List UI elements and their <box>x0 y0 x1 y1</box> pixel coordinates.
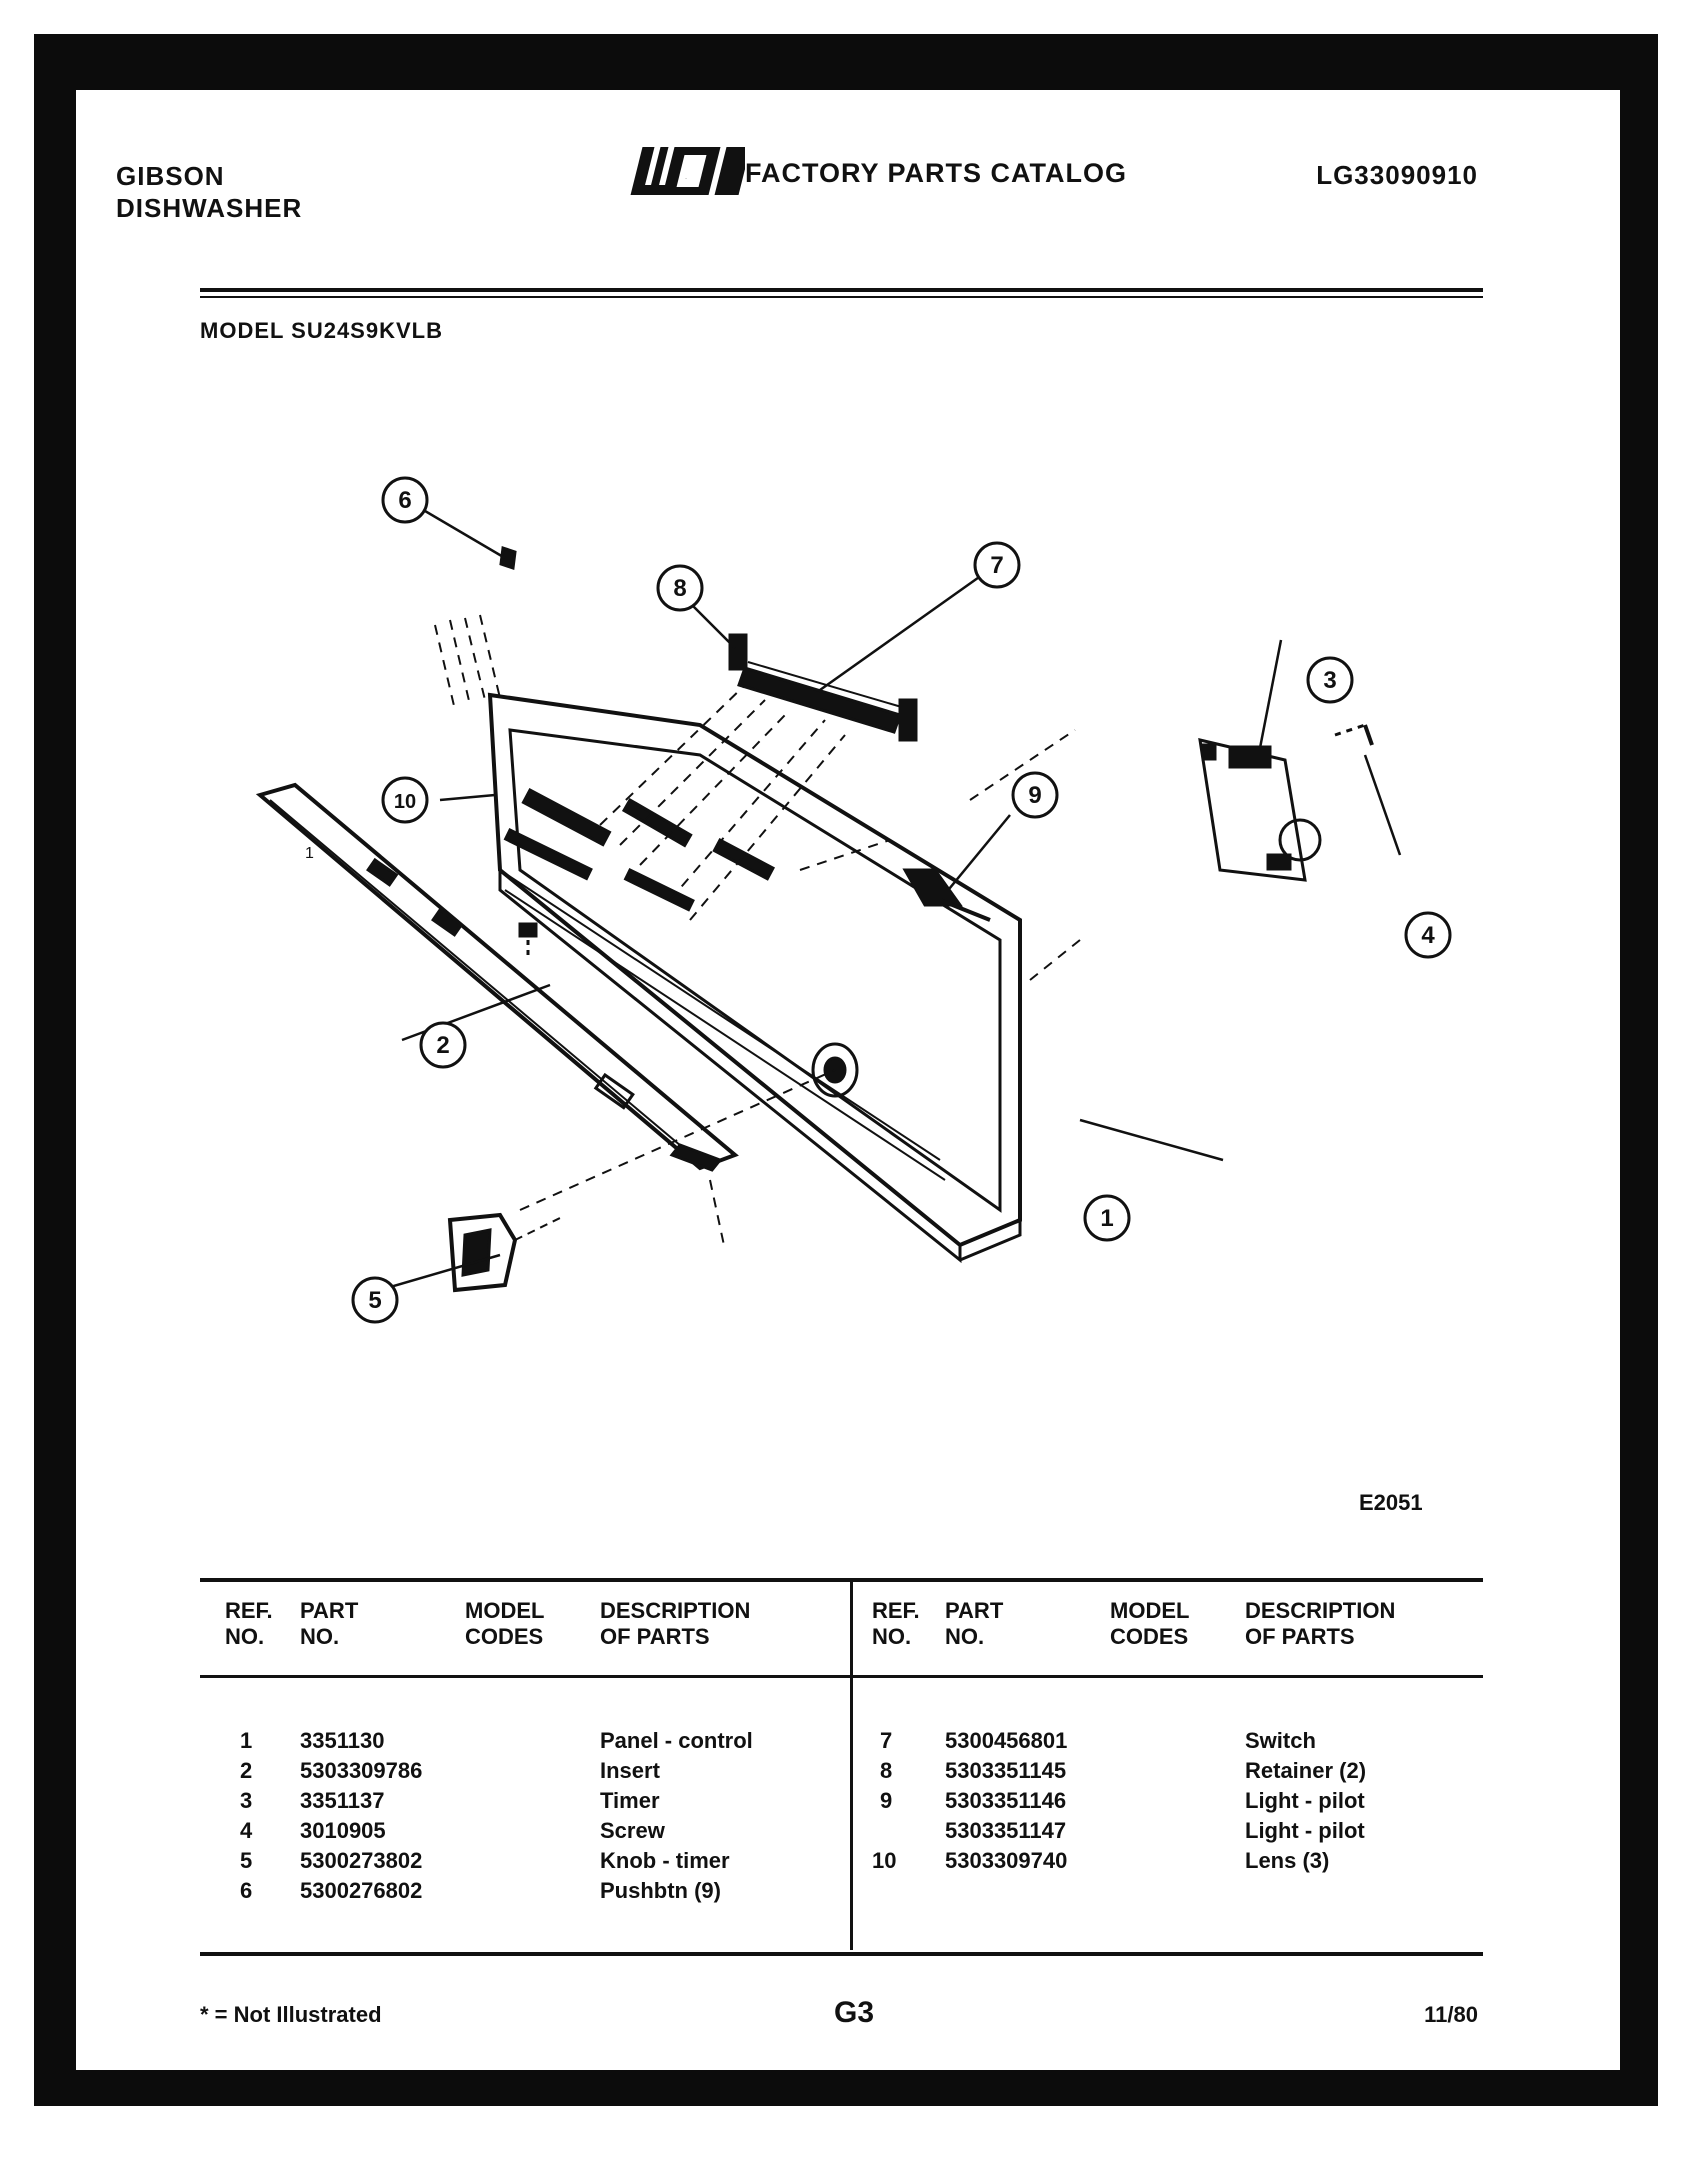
row-part: 3351130 <box>300 1728 385 1753</box>
callout-circle-4 <box>1404 911 1452 959</box>
callout-7: 7 <box>990 552 1003 579</box>
callout-9: 9 <box>1028 782 1041 809</box>
row-ref: 1 <box>240 1728 253 1753</box>
row-part: 5300273802 <box>300 1848 423 1873</box>
row-ref: 8 <box>880 1758 893 1783</box>
callout-circle-6 <box>381 476 429 524</box>
insert-mark: 1 <box>305 845 314 862</box>
logo-text: WCI <box>685 178 688 180</box>
callout-5: 5 <box>368 1287 381 1314</box>
footnote: * = Not Illustrated <box>200 2002 382 2027</box>
col-ref-left: REF.NO. <box>225 1598 273 1649</box>
row-desc: Screw <box>600 1818 665 1843</box>
row-part: 5300276802 <box>300 1878 423 1903</box>
row-ref: 10 <box>872 1848 897 1873</box>
row-desc: Insert <box>600 1758 660 1783</box>
callout-circle-3 <box>1306 656 1354 704</box>
row-ref: 5 <box>240 1848 253 1873</box>
timer-part <box>1198 738 1322 882</box>
control-panel <box>487 692 1022 1264</box>
row-desc: Lens (3) <box>1245 1848 1330 1873</box>
model-label: MODEL SU24S9KVLB <box>200 318 443 343</box>
brand-name: GIBSON <box>116 161 225 191</box>
revision-date: 11/80 <box>1424 2002 1478 2027</box>
header-rule <box>200 288 1483 292</box>
callout-circle-8 <box>656 564 704 612</box>
callout-2: 2 <box>436 1032 449 1059</box>
callout-10: 10 <box>394 791 416 813</box>
header-rule-thin <box>200 296 1483 298</box>
timer-knob <box>447 1212 561 1293</box>
switch-part <box>728 633 918 742</box>
catalog-number: LG33090910 <box>1316 160 1478 190</box>
table-divider <box>850 1580 853 1950</box>
row-part: 3010905 <box>300 1818 386 1843</box>
row-part: 5303309740 <box>945 1848 1068 1873</box>
row-part: 3351137 <box>300 1788 385 1813</box>
row-ref: 3 <box>240 1788 253 1813</box>
header-left: GIBSON DISHWASHER <box>116 160 302 224</box>
leader-dashes <box>434 614 1081 1251</box>
table-top-rule <box>200 1578 1483 1582</box>
row-desc: Light - pilot <box>1245 1788 1365 1813</box>
callout-circle-2 <box>419 1021 467 1069</box>
col-ref-right: REF.NO. <box>872 1598 920 1649</box>
exploded-parts-diagram: 1 <box>255 476 1452 1324</box>
header-underline <box>200 1675 1483 1678</box>
row-ref: 9 <box>880 1788 893 1813</box>
insert-panel: 1 <box>255 782 739 1172</box>
row-part: 5303309786 <box>300 1758 423 1783</box>
callout-circle-5 <box>351 1276 399 1324</box>
callout-circle-7 <box>973 541 1021 589</box>
row-ref: 4 <box>240 1818 253 1843</box>
callout-6: 6 <box>398 487 411 514</box>
lens <box>518 922 538 960</box>
row-ref: 6 <box>240 1878 253 1903</box>
pushbutton <box>499 545 517 571</box>
table-bottom-rule <box>200 1952 1483 1956</box>
row-ref: 2 <box>240 1758 253 1783</box>
callout-8: 8 <box>673 575 686 602</box>
row-desc: Switch <box>1245 1728 1316 1753</box>
row-part: 5303351145 <box>945 1758 1067 1783</box>
row-part: 5300456801 <box>945 1728 1068 1753</box>
wci-logo: WCI <box>630 147 745 195</box>
row-desc: Light - pilot <box>1245 1818 1365 1843</box>
page-code: G3 <box>834 1996 875 2029</box>
product-type: DISHWASHER <box>116 193 303 223</box>
row-desc: Timer <box>600 1788 660 1813</box>
row-ref: 7 <box>880 1728 893 1753</box>
callout-circle-1 <box>1083 1194 1131 1242</box>
row-part: 5303351146 <box>945 1788 1067 1813</box>
callout-circle-10 <box>381 776 429 824</box>
screw-part <box>1334 723 1374 746</box>
pilot-light <box>902 868 991 922</box>
row-desc: Pushbtn (9) <box>600 1878 721 1903</box>
callout-1: 1 <box>1100 1205 1113 1232</box>
callout-4: 4 <box>1421 922 1435 949</box>
callout-3: 3 <box>1323 667 1336 694</box>
row-part: 5303351147 <box>945 1818 1067 1843</box>
row-desc: Retainer (2) <box>1245 1758 1367 1783</box>
catalog-title: FACTORY PARTS CATALOG <box>745 158 1128 188</box>
callout-circle-9 <box>1011 771 1059 819</box>
row-desc: Knob - timer <box>600 1848 730 1873</box>
diagram-code: E2051 <box>1359 1490 1423 1515</box>
row-desc: Panel - control <box>600 1728 753 1753</box>
